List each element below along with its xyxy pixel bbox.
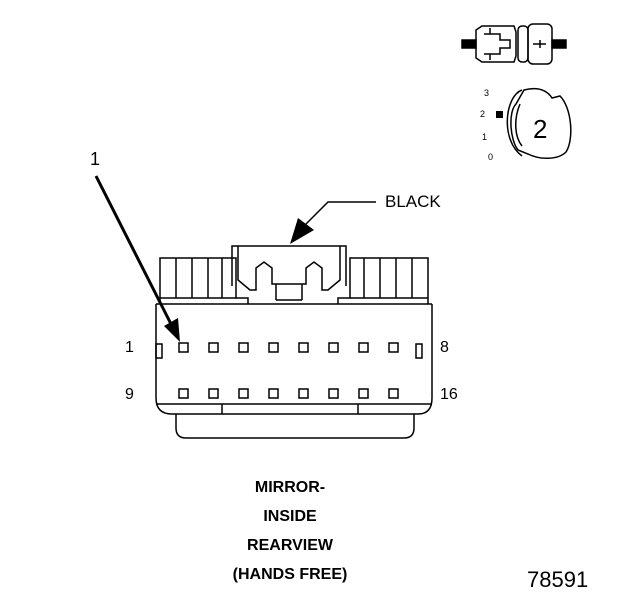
pin-cavity <box>268 388 279 399</box>
position-lock-icon <box>496 87 572 159</box>
pin-cavity <box>328 388 339 399</box>
pin-cavity <box>358 388 369 399</box>
pin-cavity <box>298 388 309 399</box>
pin-cavity <box>208 342 219 353</box>
connector-body <box>155 245 433 439</box>
pin-cavity <box>178 342 189 353</box>
caption-line-1: MIRROR- <box>254 479 326 496</box>
pin-cavities <box>178 342 399 399</box>
pin-cavity <box>208 388 219 399</box>
position-mark-1: 1 <box>482 132 488 142</box>
pin-cavity <box>388 342 399 353</box>
pin-cavity <box>268 342 279 353</box>
pin-label-8: 8 <box>440 339 449 356</box>
pin-cavity <box>178 388 189 399</box>
position-mark-2: 2 <box>480 109 486 119</box>
position-mark-0: 0 <box>488 152 494 162</box>
caption-line-4: (HANDS FREE) <box>232 566 348 583</box>
pin-cavity <box>298 342 309 353</box>
connector-color-label: BLACK <box>385 192 441 211</box>
pin-cavity <box>328 342 339 353</box>
position-number: 2 <box>533 114 548 144</box>
pin-cavity <box>358 342 369 353</box>
caption-line-2: INSIDE <box>263 508 317 525</box>
caption-line-3: REARVIEW <box>247 537 333 554</box>
figure-number: 78591 <box>527 567 589 592</box>
pointer-arrow-1 <box>94 175 180 342</box>
pin-label-16: 16 <box>440 386 458 403</box>
callout-number-1: 1 <box>90 149 101 169</box>
pin-cavity <box>388 388 399 399</box>
connector-side-view-icon <box>461 23 567 65</box>
position-mark-3: 3 <box>484 88 490 98</box>
pin-label-1: 1 <box>125 339 134 356</box>
pin-cavity <box>238 388 249 399</box>
pin-cavity <box>238 342 249 353</box>
pointer-arrow-black <box>290 201 376 244</box>
pin-label-9: 9 <box>125 386 134 403</box>
